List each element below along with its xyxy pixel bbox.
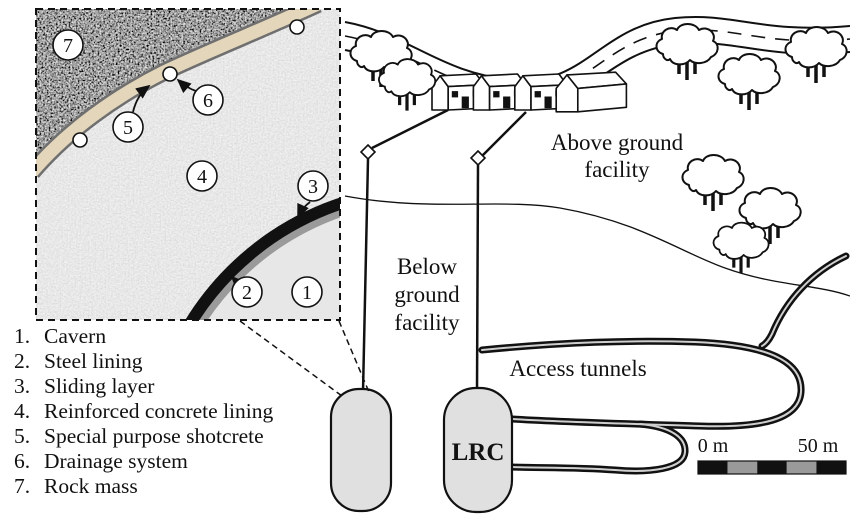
tree-icon xyxy=(377,57,437,113)
legend-item: 5.Special purpose shotcrete xyxy=(14,424,264,448)
lrc-label: LRC xyxy=(452,439,505,466)
map-labels: Above ground facility Below ground facil… xyxy=(394,130,683,381)
inset-border xyxy=(35,8,341,321)
callout-2: 2 xyxy=(231,276,263,308)
below-ground-label: facility xyxy=(394,310,460,335)
road-upper-edge xyxy=(344,15,850,82)
tunnel-switchback-lower xyxy=(508,420,689,475)
scale-bar: 0 m 50 m xyxy=(697,435,847,475)
drainage-pipe-icon xyxy=(72,132,88,148)
above-ground-label: facility xyxy=(584,157,650,182)
svg-text:2: 2 xyxy=(242,282,252,304)
tree-icon xyxy=(783,25,849,85)
callout-4: 4 xyxy=(186,160,218,192)
pipe-left xyxy=(371,108,449,150)
cavern-left xyxy=(329,387,393,513)
window-icon xyxy=(451,91,459,98)
svg-text:3: 3 xyxy=(308,176,318,198)
legend-item: 6.Drainage system xyxy=(14,449,188,473)
access-tunnels xyxy=(478,252,850,475)
door-icon xyxy=(544,96,552,109)
terrain-contour-line xyxy=(344,195,850,297)
tree-icon xyxy=(680,153,746,213)
drainage-pipe-icon xyxy=(289,19,305,35)
legend-item: 3.Sliding layer xyxy=(14,374,154,398)
scale-bar-outline xyxy=(697,460,847,475)
svg-text:1: 1 xyxy=(302,282,312,304)
pipe-right xyxy=(481,111,527,157)
svg-text:5: 5 xyxy=(123,117,133,139)
shafts xyxy=(361,108,527,393)
window-icon xyxy=(534,91,541,98)
svg-text:4: 4 xyxy=(197,166,207,188)
tree-icon xyxy=(711,221,771,275)
zoom-connectors xyxy=(239,320,370,397)
callout-6: 6 xyxy=(192,84,224,116)
door-icon xyxy=(503,96,511,109)
shaft-head-left xyxy=(359,143,377,161)
legend-item: 2.Steel lining xyxy=(14,349,143,373)
scale-right-label: 50 m xyxy=(798,435,839,457)
below-ground-label: ground xyxy=(394,282,460,307)
callout-1: 1 xyxy=(291,276,323,308)
legend-item: 4.Reinforced concrete lining xyxy=(14,399,273,423)
inset-panel: 1 2 3 4 5 6 7 xyxy=(35,8,341,321)
drainage-pipe-icon xyxy=(162,66,178,82)
access-tunnels-label: Access tunnels xyxy=(509,356,646,381)
above-ground-label: Above ground xyxy=(551,130,684,155)
cavern-lrc xyxy=(442,386,514,514)
below-ground-label: Below xyxy=(397,254,457,279)
legend-item: 1.Cavern xyxy=(14,324,106,348)
legend: 1.Cavern 2.Steel lining 3.Sliding layer … xyxy=(14,324,273,498)
scale-left-label: 0 m xyxy=(698,435,729,457)
tree-icon xyxy=(716,52,782,112)
window-icon xyxy=(493,91,500,98)
shaft-left-line xyxy=(361,158,370,393)
tree-icon xyxy=(654,22,720,82)
tunnel-switchback-upper xyxy=(478,337,805,430)
buildings xyxy=(431,71,628,113)
shaft-right-line xyxy=(475,164,480,393)
svg-text:7: 7 xyxy=(63,35,73,57)
callout-7: 7 xyxy=(52,29,84,61)
door-icon xyxy=(461,96,469,109)
shaft-head-right xyxy=(469,149,487,167)
hall-building xyxy=(555,71,628,113)
rock-mass-region xyxy=(36,9,312,160)
callout-3: 3 xyxy=(297,170,329,202)
tunnel-surface-link xyxy=(758,252,850,350)
svg-text:6: 6 xyxy=(203,90,213,112)
legend-item: 7.Rock mass xyxy=(14,474,138,498)
road-centerline xyxy=(344,29,850,95)
callout-5: 5 xyxy=(112,111,144,143)
